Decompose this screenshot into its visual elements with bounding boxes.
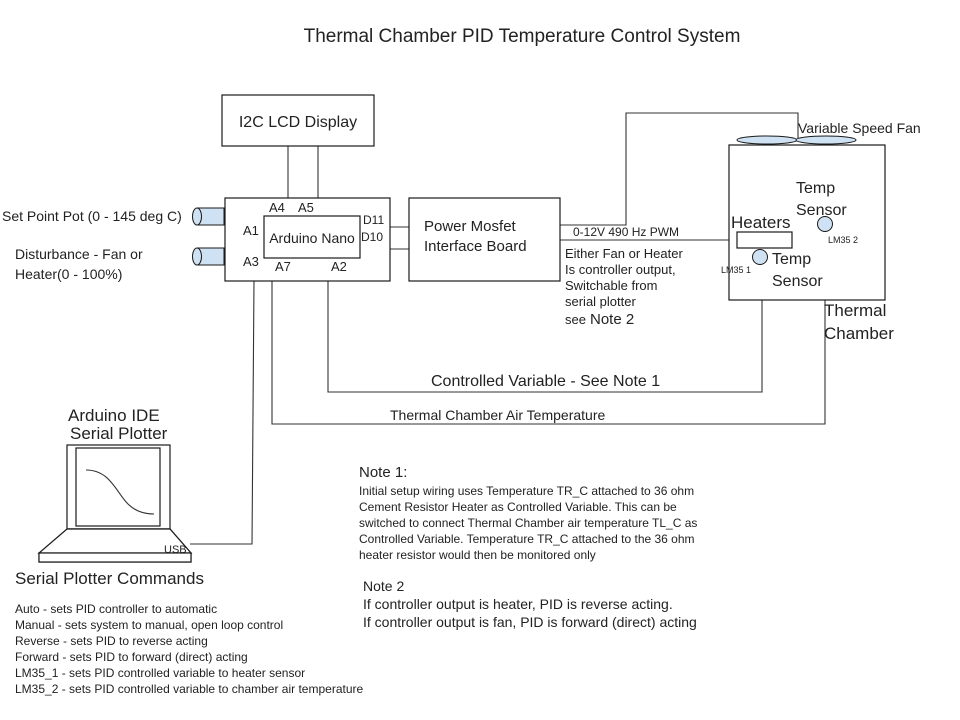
pin-a3: A3 (243, 254, 259, 269)
chamber-label-1: Thermal (824, 301, 886, 320)
pin-a5: A5 (298, 200, 314, 215)
mosfet-label-1: Power Mosfet (424, 218, 517, 235)
sensor1-label-1: Temp (772, 251, 811, 268)
arduino-nano-chip (263, 215, 361, 259)
note1-heading: Note 1: (359, 464, 407, 481)
wire-air-temperature (271, 258, 826, 425)
controlled-variable-label: Controlled Variable - See Note 1 (431, 373, 660, 390)
note2-line: If controller output is heater, PID is r… (363, 596, 673, 612)
note2-heading: Note 2 (363, 578, 404, 594)
heater-resistor (736, 231, 793, 249)
output-note-line: serial plotter (565, 294, 636, 309)
commands-heading: Serial Plotter Commands (15, 569, 204, 588)
command-item: Auto - sets PID controller to automatic (15, 602, 217, 616)
command-item: LM35_1 - sets PID controlled variable to… (15, 666, 305, 680)
plotter-title-2: Serial Plotter (70, 424, 168, 443)
pin-d11: D11 (363, 213, 384, 227)
note1-line: heater resistor would then be monitored … (359, 548, 596, 562)
sensor2-label-1: Temp (796, 180, 835, 197)
usb-label: USB (164, 544, 187, 556)
sensor1-tag: LM35 1 (721, 265, 751, 275)
pin-a4: A4 (269, 200, 285, 215)
pwm-label: 0-12V 490 Hz PWM (573, 225, 679, 239)
diagram-title: Thermal Chamber PID Temperature Control … (304, 26, 741, 47)
arduino-label: Arduino Nano (269, 230, 355, 246)
sensor2-label-2: Sensor (796, 202, 847, 219)
plotter-title-1: Arduino IDE (68, 406, 160, 425)
wire-mosfet-fan (560, 112, 799, 226)
disturbance-pot-icon (192, 247, 225, 266)
lm35-1-sensor-icon (752, 249, 768, 265)
laptop-icon (37, 444, 193, 563)
pin-a1: A1 (243, 223, 259, 238)
output-note-line: Either Fan or Heater (565, 246, 683, 261)
lm35-2-sensor-icon (817, 216, 833, 232)
lcd-label: I2C LCD Display (239, 114, 357, 131)
pin-d10: D10 (361, 230, 383, 244)
disturbance-label-2: Heater(0 - 100%) (15, 266, 122, 282)
fan-icon (736, 135, 857, 145)
heaters-label: Heaters (731, 213, 791, 232)
note1-line: Controlled Variable. Temperature TR_C at… (359, 532, 695, 546)
setpoint-label: Set Point Pot (0 - 145 deg C) (2, 208, 182, 224)
see-prefix: see (565, 312, 586, 327)
sensor2-tag: LM35 2 (828, 235, 858, 245)
note1-line: switched to connect Thermal Chamber air … (359, 516, 697, 530)
thermal-chamber: Thermal Chamber (728, 144, 894, 343)
note1-line: Cement Resistor Heater as Controlled Var… (359, 500, 677, 514)
output-note-line: Is controller output, (565, 262, 676, 277)
wire-controlled-variable (327, 258, 763, 393)
arduino-board: Arduino Nano A4 A5 A1 A3 A7 A2 D11 D10 (224, 197, 391, 282)
note2-line: If controller output is fan, PID is forw… (363, 614, 697, 630)
output-note-line: Switchable from (565, 278, 657, 293)
command-item: Reverse - sets PID to reverse acting (15, 634, 208, 648)
setpoint-pot-icon (192, 207, 225, 226)
chamber-label-2: Chamber (824, 324, 894, 343)
see-note-2: Note 2 (590, 311, 634, 328)
wire-usb (190, 279, 255, 545)
pin-a2: A2 (331, 259, 347, 274)
disturbance-label-1: Disturbance - Fan or (15, 246, 143, 262)
pin-a7: A7 (275, 259, 291, 274)
note1-line: Initial setup wiring uses Temperature TR… (359, 484, 694, 498)
mosfet-board: Power Mosfet Interface Board (408, 197, 561, 282)
fan-label: Variable Speed Fan (798, 120, 921, 136)
sensor1-label-2: Sensor (772, 273, 823, 290)
command-item: Forward - sets PID to forward (direct) a… (15, 650, 248, 664)
command-item: Manual - sets system to manual, open loo… (15, 618, 283, 632)
lcd-display: I2C LCD Display (221, 94, 375, 147)
plot-curve (85, 469, 155, 515)
air-temperature-label: Thermal Chamber Air Temperature (390, 407, 605, 423)
command-item: LM35_2 - sets PID controlled variable to… (15, 682, 363, 696)
mosfet-label-2: Interface Board (424, 238, 527, 255)
